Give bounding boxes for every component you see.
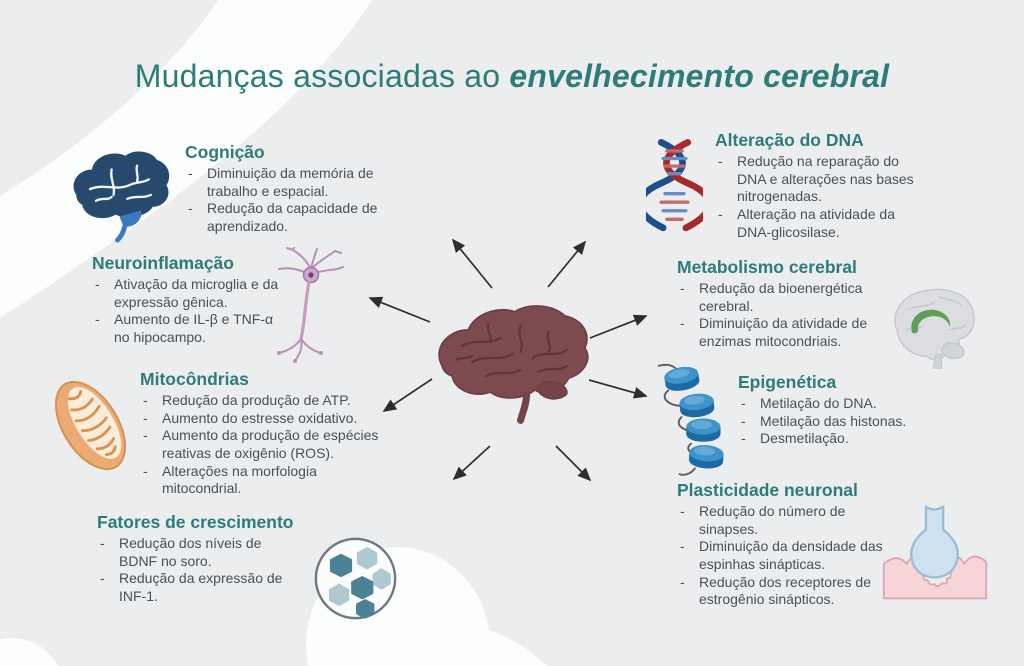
section-heading: Plasticidade neuronal [677, 480, 858, 500]
bullet-item: Metilação das histonas. [738, 413, 924, 431]
bullet-item: Redução da expressão de INF-1. [97, 570, 297, 605]
dna-icon [646, 139, 703, 235]
section-alteracao-do-dna: Alteração do DNA Redução na reparação do… [715, 130, 927, 241]
bullet-item: Alterações na morfologia mitocondrial. [140, 463, 382, 498]
bullet-item: Diminuição da memória de trabalho e espa… [185, 165, 381, 200]
section-bullets: Redução da bioenergética cerebral.Diminu… [677, 280, 889, 351]
synapse-icon [880, 502, 990, 604]
section-heading: Metabolismo cerebral [677, 257, 857, 277]
bullet-item: Ativação da microglia e da expressão gên… [92, 276, 284, 311]
bullet-item: Diminuição da densidade das espinhas sin… [677, 538, 883, 573]
section-heading: Alteração do DNA [715, 130, 864, 150]
bullet-item: Aumento da produção de espécies reativas… [140, 427, 382, 462]
section-plasticidade-neuronal: Plasticidade neuronal Redução do número … [677, 480, 883, 609]
section-bullets: Redução da produção de ATP.Aumento do es… [140, 392, 382, 498]
bullet-item: Alteração na atividade da DNA-glicosilas… [715, 206, 927, 241]
section-heading: Mitocôndrias [140, 369, 249, 389]
histones-icon [651, 362, 732, 476]
section-cognicao: Cognição Diminuição da memória de trabal… [185, 142, 381, 236]
bullet-item: Redução da capacidade de aprendizado. [185, 200, 381, 235]
section-epigenetica: Epigenética Metilação do DNA.Metilação d… [738, 372, 924, 448]
mitochondria-icon [40, 369, 142, 483]
section-metabolismo-cerebral: Metabolismo cerebral Redução da bioenerg… [677, 257, 889, 351]
section-fatores-de-crescimento: Fatores de crescimento Redução dos nívei… [97, 512, 297, 606]
title-emphasis: envelhecimento cerebral [509, 58, 890, 94]
bullet-item: Redução do número de sinapses. [677, 503, 883, 538]
cells-dish-icon [312, 535, 399, 622]
section-heading: Neuroinflamação [92, 253, 234, 273]
section-bullets: Redução na reparação do DNA e alterações… [715, 153, 927, 241]
bullet-item: Aumento do estresse oxidativo. [140, 410, 382, 428]
section-bullets: Ativação da microglia e da expressão gên… [92, 276, 284, 347]
section-neuroinflamacao: Neuroinflamação Ativação da microglia e … [92, 253, 284, 347]
section-bullets: Diminuição da memória de trabalho e espa… [185, 165, 381, 236]
section-heading: Epigenética [738, 372, 837, 392]
brain-icon [60, 146, 174, 244]
section-heading: Fatores de crescimento [97, 512, 294, 532]
section-heading: Cognição [185, 142, 265, 162]
section-bullets: Redução do número de sinapses.Diminuição… [677, 503, 883, 609]
bullet-item: Redução dos receptores de estrogênio sin… [677, 574, 883, 609]
title-normal: Mudanças associadas ao [134, 58, 510, 94]
section-bullets: Redução dos níveis de BDNF no soro.Reduç… [97, 535, 297, 606]
bullet-item: Redução da bioenergética cerebral. [677, 280, 889, 315]
section-bullets: Metilação do DNA.Metilação das histonas.… [738, 395, 924, 448]
bullet-item: Metilação do DNA. [738, 395, 924, 413]
central-brain-icon [428, 300, 594, 424]
bullet-item: Redução da produção de ATP. [140, 392, 382, 410]
section-mitocondrias: Mitocôndrias Redução da produção de ATP.… [140, 369, 382, 498]
bullet-item: Redução dos níveis de BDNF no soro. [97, 535, 297, 570]
bullet-item: Aumento de IL-β e TNF-α no hipocampo. [92, 311, 284, 346]
bullet-item: Diminuição da atividade de enzimas mitoc… [677, 315, 889, 350]
brain-section-icon [884, 281, 986, 371]
bullet-item: Redução na reparação do DNA e alterações… [715, 153, 927, 206]
bullet-item: Desmetilação. [738, 430, 924, 448]
page-title: Mudanças associadas ao envelhecimento ce… [0, 58, 1024, 95]
